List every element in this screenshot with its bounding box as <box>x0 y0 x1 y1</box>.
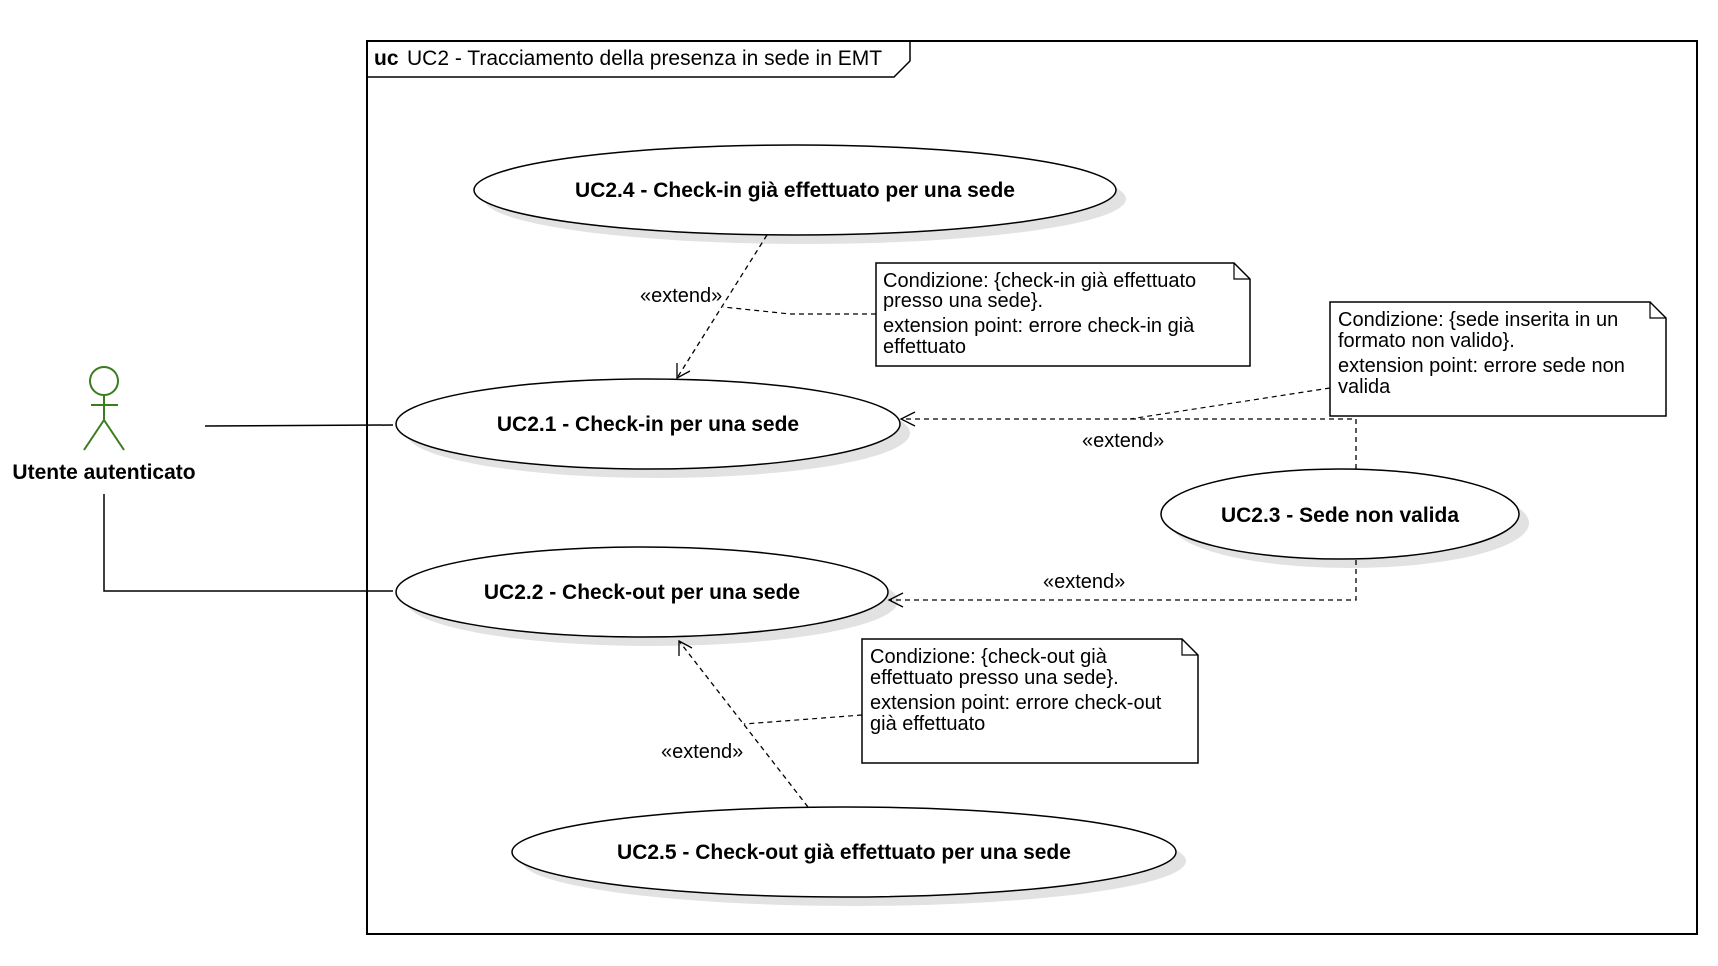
use-case-uc21[interactable]: UC2.1 - Check-in per una sede <box>395 378 901 470</box>
note-line: presso una sede}. <box>883 290 1043 312</box>
frame-keyword: uc <box>374 47 399 70</box>
note-uc24: Condizione: {check-in già effettuato pre… <box>875 262 1251 367</box>
use-case-label: UC2.3 - Sede non valida <box>1221 504 1459 527</box>
frame-title: UC2 - Tracciamento della presenza in sed… <box>407 47 882 70</box>
note-anchors <box>722 306 1331 725</box>
actor-name: Utente autenticato <box>12 461 195 484</box>
note-uc23: Condizione: {sede inserita in un formato… <box>1329 301 1667 417</box>
extend-uc24-to-uc21: «extend» <box>640 234 768 380</box>
note-line: extension point: errore check-in già <box>883 315 1195 337</box>
use-case-label: UC2.1 - Check-in per una sede <box>497 413 799 436</box>
note-line: già effettuato <box>870 713 985 735</box>
use-case-label: UC2.2 - Check-out per una sede <box>484 581 800 604</box>
extend-label: «extend» <box>1043 571 1125 593</box>
extend-label: «extend» <box>1082 430 1164 452</box>
use-case-uc22[interactable]: UC2.2 - Check-out per una sede <box>395 546 889 638</box>
extend-uc23-to-uc22: «extend» <box>887 560 1357 608</box>
anchor-note25 <box>743 714 863 725</box>
actor-stick-figure-icon <box>83 366 125 451</box>
use-case-label: UC2.4 - Check-in già effettuato per una … <box>575 179 1015 202</box>
extend-uc23-to-uc21: «extend» <box>899 411 1357 469</box>
note-line: valida <box>1338 376 1391 398</box>
extend-label: «extend» <box>640 285 722 307</box>
note-line: effettuato presso una sede}. <box>870 667 1119 689</box>
system-frame: uc UC2 - Tracciamento della presenza in … <box>366 40 1698 935</box>
note-line: Condizione: {check-in già effettuato <box>883 270 1196 292</box>
extend-label: «extend» <box>661 741 743 763</box>
note-line: extension point: errore sede non <box>1338 355 1625 377</box>
anchor-note24 <box>722 306 876 315</box>
note-line: Condizione: {sede inserita in un <box>1338 309 1618 331</box>
use-case-uc24[interactable]: UC2.4 - Check-in già effettuato per una … <box>473 144 1117 236</box>
note-uc25: Condizione: {check-out già effettuato pr… <box>861 638 1199 764</box>
note-line: extension point: errore check-out <box>870 692 1162 714</box>
note-line: Condizione: {check-out già <box>870 646 1108 668</box>
association-uc21 <box>204 424 394 427</box>
anchor-note23 <box>1129 387 1331 420</box>
use-case-uc23[interactable]: UC2.3 - Sede non valida <box>1160 468 1520 560</box>
extend-uc25-to-uc22: «extend» <box>661 639 809 808</box>
actor-utente-autenticato[interactable]: Utente autenticato <box>12 366 196 484</box>
use-case-uc25[interactable]: UC2.5 - Check-out già effettuato per una… <box>511 806 1177 898</box>
use-case-label: UC2.5 - Check-out già effettuato per una… <box>617 841 1071 864</box>
note-line: formato non valido}. <box>1338 330 1515 352</box>
note-line: effettuato <box>883 336 966 358</box>
associations <box>103 424 394 592</box>
association-uc22 <box>103 494 393 592</box>
